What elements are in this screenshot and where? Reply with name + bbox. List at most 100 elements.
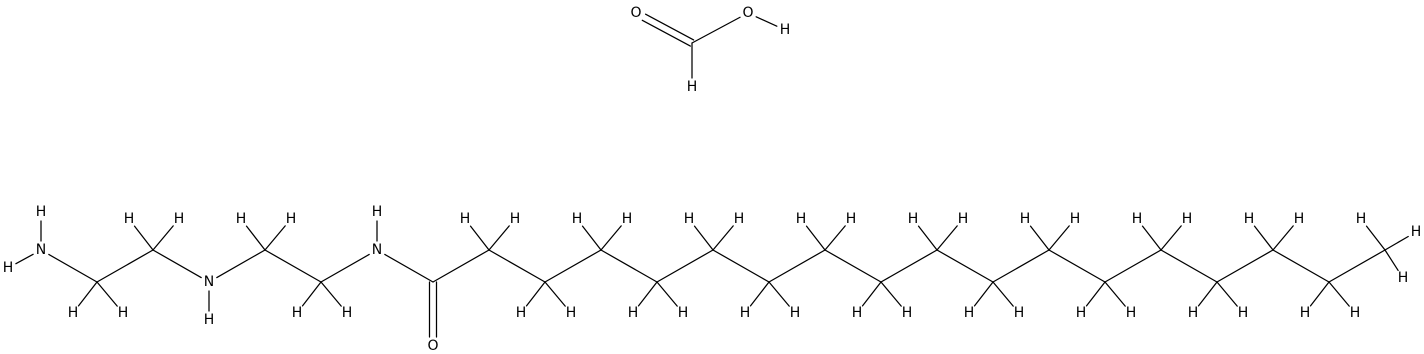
single-bond-line [488,225,510,251]
single-bond-line [469,225,490,251]
single-bond-line [1048,225,1070,251]
single-bond-line [768,249,826,283]
hydrogen-atom-label: H [964,305,975,321]
hydrogen-atom-label: H [678,305,689,321]
single-bond-line [656,281,678,307]
hydrogen-atom-label: H [1244,211,1255,227]
single-bond-line [1272,249,1330,283]
hydrogen-atom-label: H [628,305,639,321]
hydrogen-atom-label: H [1350,305,1361,321]
hydrogen-atom-label: H [622,211,633,227]
single-bond-line [1328,281,1350,307]
single-bond-line [749,281,770,307]
hydrogen-atom-label: H [740,305,751,321]
double-bond-line [641,19,691,47]
single-bond-line [216,249,266,279]
single-bond-line [1048,249,1106,283]
single-bond-line [1085,281,1106,307]
hydrogen-atom-label: H [908,211,919,227]
single-bond-line [637,281,658,307]
oxygen-atom-label: O [630,5,641,21]
oxygen-atom-label: O [742,5,753,21]
single-bond-line [768,281,790,307]
single-bond-line [96,249,154,283]
hydrogen-atom-label: H [1182,211,1193,227]
single-bond-line [1160,249,1218,283]
single-bond-line [133,225,154,251]
single-bond-line [805,225,826,251]
single-bond-line [264,225,286,251]
hydrogen-atom-label: H [1020,211,1031,227]
single-bond-line [936,249,994,283]
single-bond-line [1160,225,1182,251]
hydrogen-atom-label: H [118,305,129,321]
hydrogen-atom-label: H [510,211,521,227]
hydrogen-atom-label: H [1014,305,1025,321]
oxygen-atom-label: O [427,338,438,354]
hydrogen-atom-label: H [286,211,297,227]
hydrogen-atom-label: H [1294,211,1305,227]
single-bond-line [152,249,202,279]
hydrogen-atom-label: H [204,312,215,328]
hydrogen-atom-label: H [36,204,47,220]
single-bond-line [917,225,938,251]
single-bond-line [1253,225,1274,251]
hydrogen-atom-label: H [852,305,863,321]
hydrogen-atom-label: H [174,211,185,227]
hydrogen-atom-label: H [734,211,745,227]
hydrogen-atom-label: H [1411,224,1422,240]
single-bond-line [1104,249,1162,283]
single-bond-line [656,249,714,283]
single-bond-line [880,281,902,307]
single-bond-line [77,281,98,307]
single-bond-line [1104,281,1126,307]
single-bond-line [1029,225,1050,251]
single-bond-line [880,249,938,283]
single-bond-line [301,281,322,307]
single-bond-line [48,253,98,283]
hydrogen-atom-label: H [236,211,247,227]
single-bond-line [384,253,434,283]
hydrogen-atom-label: H [684,211,695,227]
single-bond-line [1328,249,1386,283]
hydrogen-atom-label: H [687,79,698,95]
hydrogen-atom-label: H [460,211,471,227]
single-bond-line [1216,281,1238,307]
hydrogen-atom-label: H [572,211,583,227]
hydrogen-atom-label: H [566,305,577,321]
single-bond-line [432,249,490,283]
hydrogen-atom-label: H [790,305,801,321]
single-bond-line [600,225,622,251]
single-bond-line [691,16,741,44]
single-bond-line [600,249,658,283]
hydrogen-atom-label: H [958,211,969,227]
single-bond-line [96,281,118,307]
hydrogen-atom-label: H [902,305,913,321]
single-bond-line [861,281,882,307]
single-bond-line [320,281,342,307]
hydrogen-atom-label: H [1132,211,1143,227]
single-bond-line [824,249,882,283]
single-bond-line [693,225,714,251]
single-bond-line [152,225,174,251]
hydrogen-atom-label: H [1126,305,1137,321]
single-bond-line [755,16,778,27]
hydrogen-atom-label: H [3,260,14,276]
single-bond-line [992,281,1014,307]
hydrogen-atom-label: H [372,204,383,220]
nitrogen-atom-label: N [372,242,382,258]
hydrogen-atom-label: H [124,211,135,227]
single-bond-line [973,281,994,307]
single-bond-line [1141,225,1162,251]
single-bond-line [712,225,734,251]
single-bond-line [1309,281,1330,307]
single-bond-line [1216,249,1274,283]
hydrogen-atom-label: H [68,305,79,321]
hydrogen-atom-label: H [1076,305,1087,321]
hydrogen-atom-label: H [342,305,353,321]
hydrogen-atom-label: H [1356,211,1367,227]
hydrogen-atom-label: H [796,211,807,227]
double-bond-line [644,13,695,41]
